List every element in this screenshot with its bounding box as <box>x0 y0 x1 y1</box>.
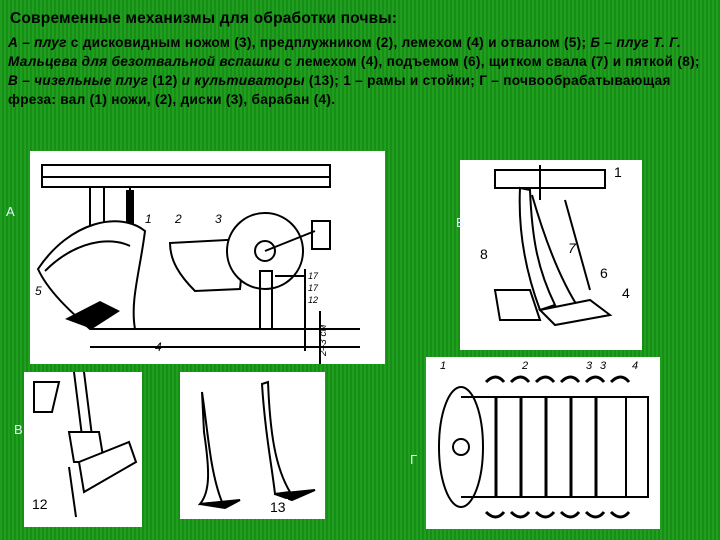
figure-b-maltsev-plough <box>460 160 642 350</box>
scale-depth: 2–3 см <box>318 325 329 357</box>
marker-4: 4 <box>622 285 630 301</box>
maltsev-plough-drawing <box>493 165 613 327</box>
label-a: А <box>6 204 16 219</box>
cultivator-drawing <box>197 380 316 510</box>
desc-a-text: с дисковидным ножом (3), предплужником (… <box>66 35 591 50</box>
callout-d1: 1 <box>440 360 446 372</box>
callout-d3a: 3 <box>586 360 593 372</box>
chisel-plough-drawing <box>33 372 138 518</box>
callout-4: 4 <box>155 340 162 354</box>
label-c-title: В – чизельные плуг <box>8 73 149 88</box>
figure-a-disc-plough: 1 2 3 5 4 17 17 12 2–3 см <box>30 151 385 364</box>
label-a-title: А – плуг <box>8 35 67 50</box>
label-d: Г <box>410 452 418 467</box>
rotary-tiller-drawing: 1 2 3 3 4 <box>438 360 649 519</box>
label-b-title: Б – плуг Т. Г. Мальцева для безотвальной… <box>8 35 682 69</box>
marker-12: 12 <box>30 496 50 512</box>
callout-3: 3 <box>215 212 222 226</box>
marker-8: 8 <box>480 246 488 262</box>
marker-13: 13 <box>268 499 288 515</box>
callout-d3b: 3 <box>600 360 607 372</box>
desc-b-text: с лемехом (4), подъемом (6), щитком свал… <box>280 54 700 69</box>
scale-17b: 17 <box>308 283 319 293</box>
scale-12: 12 <box>308 295 318 305</box>
marker-7: 7 <box>568 240 576 256</box>
callout-5: 5 <box>35 284 42 298</box>
slide-description: А – плуг с дисковидным ножом (3), предпл… <box>8 33 712 109</box>
label-d-title: и культиваторы <box>181 73 305 88</box>
callout-d4: 4 <box>632 360 638 372</box>
label-c: В <box>14 422 24 437</box>
marker-1: 1 <box>614 164 622 180</box>
callout-1: 1 <box>145 212 152 226</box>
figure-c-cultivator <box>180 372 325 519</box>
callout-d2: 2 <box>521 360 528 372</box>
desc-d-text: (13); 1 – рамы и стойки; Г – почвообраба… <box>8 73 671 107</box>
marker-6: 6 <box>600 265 608 281</box>
label-b: Б <box>456 215 466 230</box>
slide-title: Современные механизмы для обработки почв… <box>10 10 398 27</box>
figure-d-rotary-tiller: 1 2 3 3 4 <box>426 357 660 529</box>
disc-plough-drawing: 1 2 3 5 4 17 17 12 2–3 см <box>35 164 360 364</box>
callout-2: 2 <box>174 212 182 226</box>
scale-17a: 17 <box>308 271 319 281</box>
desc-c-text: (12) <box>148 73 182 88</box>
